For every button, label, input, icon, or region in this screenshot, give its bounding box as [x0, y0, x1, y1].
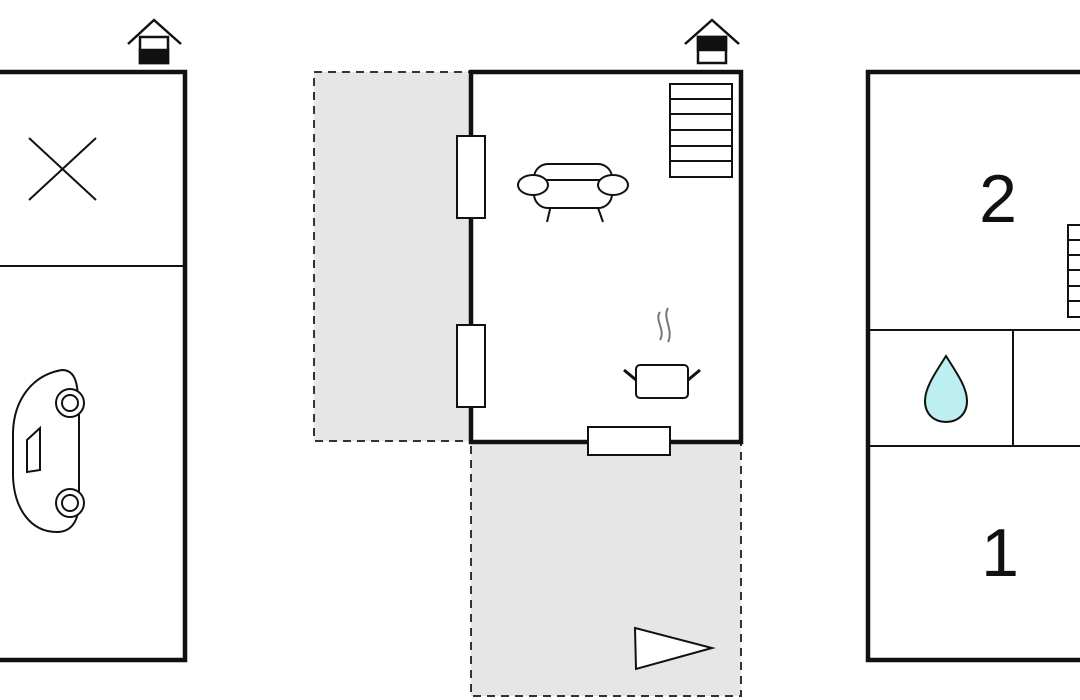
entrance-house-icon [127, 18, 182, 65]
door-upper [456, 135, 486, 219]
door-south [587, 426, 671, 456]
staircase-icon [669, 83, 733, 178]
bedroom-2-label: 2 [979, 161, 1017, 237]
terrace-west [313, 71, 471, 442]
terrace-south [470, 441, 742, 697]
staircase-icon [1067, 224, 1080, 318]
door-lower [456, 324, 486, 408]
left-floor [0, 18, 188, 663]
right-floor: 2 1 [865, 69, 1080, 663]
car-icon [12, 368, 85, 534]
right-floor-walls [865, 69, 1080, 663]
left-floor-walls [0, 69, 188, 663]
x-mark-icon [28, 137, 97, 201]
water-drop-icon [923, 354, 969, 424]
center-floor [313, 18, 744, 697]
sofa-icon [517, 163, 629, 223]
cooking-pot-icon [623, 307, 701, 399]
terrace-direction-icon [633, 626, 716, 671]
bedroom-1-label: 1 [981, 515, 1019, 591]
entrance-house-icon [684, 18, 740, 65]
